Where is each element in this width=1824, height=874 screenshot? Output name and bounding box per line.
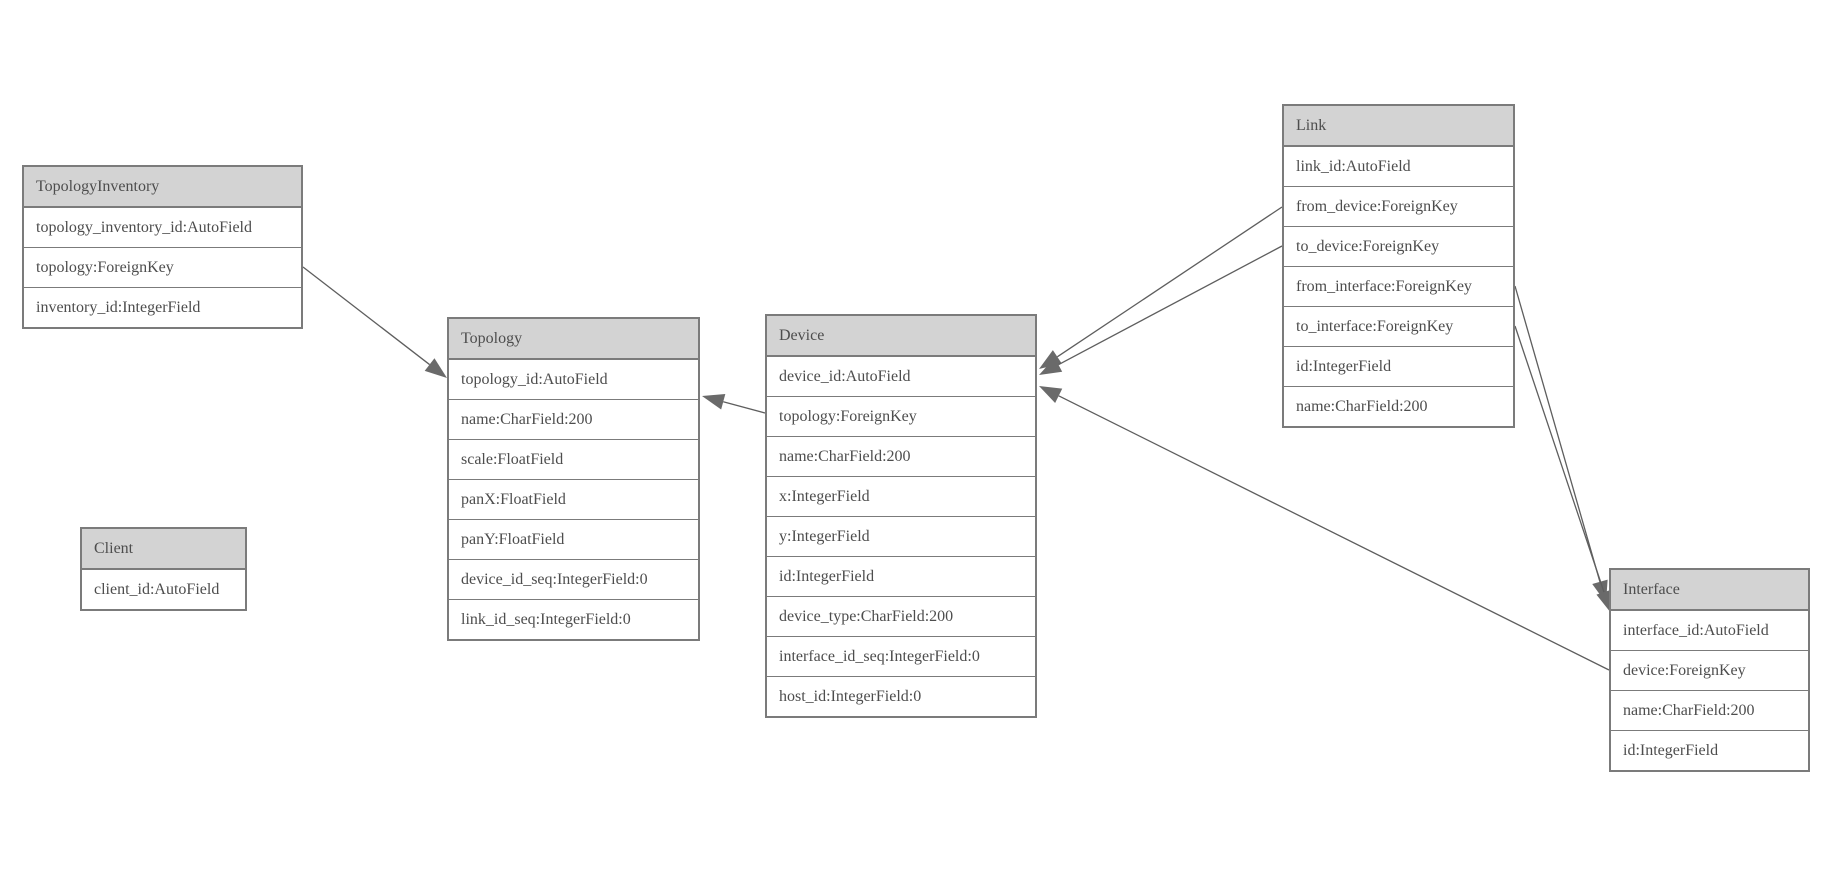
field-row-topology: topology:ForeignKey: [767, 397, 1035, 437]
edge-link-to_interface-to-interface: [1514, 325, 1605, 593]
entity-link-title: Link: [1284, 106, 1513, 147]
field-row-to_interface: to_interface:ForeignKey: [1284, 307, 1513, 347]
field-row-device: device:ForeignKey: [1611, 651, 1808, 691]
entity-link: Link link_id:AutoField from_device:Forei…: [1282, 104, 1515, 428]
entity-topologyinventory-title: TopologyInventory: [24, 167, 301, 208]
field-row-interface_id: interface_id:AutoField: [1611, 611, 1808, 651]
entity-topology-title: Topology: [449, 319, 698, 360]
field-row-to_device: to_device:ForeignKey: [1284, 227, 1513, 267]
edge-topologyinventory-topology-to-topology: [302, 266, 430, 366]
field-row-id: id:IntegerField: [1284, 347, 1513, 387]
field-row-topology_inventory_id: topology_inventory_id:AutoField: [24, 208, 301, 248]
edge-link-to_device-to-device: [1058, 245, 1283, 366]
field-row-inventory_id: inventory_id:IntegerField: [36, 299, 201, 316]
entity-device: Device device_id:AutoField topology:Fore…: [765, 314, 1037, 718]
arrowhead-icon: [1596, 589, 1612, 613]
field-row-link_id_seq: link_id_seq:IntegerField:0: [461, 611, 631, 628]
edge-link-from_device-to-device: [1056, 206, 1283, 358]
field-row-panx: panX:FloatField: [449, 480, 698, 520]
entity-topology: Topology topology_id:AutoField name:Char…: [447, 317, 700, 641]
field-row-id: id:IntegerField: [1623, 742, 1719, 759]
edge-interface-device-to-device: [1058, 395, 1610, 671]
field-row-id: id:IntegerField: [767, 557, 1035, 597]
field-row-host_id: host_id:IntegerField:0: [779, 688, 922, 705]
field-row-name: name:CharField:200: [449, 400, 698, 440]
field-row-topology: topology:ForeignKey: [24, 248, 301, 288]
field-row-pany: panY:FloatField: [449, 520, 698, 560]
field-row-device_type: device_type:CharField:200: [767, 597, 1035, 637]
entity-interface-title: Interface: [1611, 570, 1808, 611]
field-row-client_id: client_id:AutoField: [94, 581, 220, 598]
field-row-device_id: device_id:AutoField: [767, 357, 1035, 397]
entity-device-title: Device: [767, 316, 1035, 357]
field-row-scale: scale:FloatField: [449, 440, 698, 480]
field-row-interface_id_seq: interface_id_seq:IntegerField:0: [767, 637, 1035, 677]
field-row-y: y:IntegerField: [767, 517, 1035, 557]
field-row-name: name:CharField:200: [1296, 398, 1428, 415]
arrowhead-icon: [1039, 357, 1063, 375]
entity-client-title: Client: [82, 529, 245, 570]
field-row-name: name:CharField:200: [1611, 691, 1808, 731]
field-row-x: x:IntegerField: [767, 477, 1035, 517]
arrowhead-icon: [424, 358, 447, 378]
field-row-from_interface: from_interface:ForeignKey: [1284, 267, 1513, 307]
entity-client: Client client_id:AutoField: [80, 527, 247, 611]
field-row-device_id_seq: device_id_seq:IntegerField:0: [449, 560, 698, 600]
edge-device-topology-to-topology: [723, 401, 766, 414]
entity-interface: Interface interface_id:AutoField device:…: [1609, 568, 1810, 772]
arrowhead-icon: [702, 394, 726, 410]
arrowhead-icon: [1039, 386, 1063, 403]
entity-topologyinventory: TopologyInventory topology_inventory_id:…: [22, 165, 303, 329]
field-row-link_id: link_id:AutoField: [1284, 147, 1513, 187]
field-row-from_device: from_device:ForeignKey: [1284, 187, 1513, 227]
edge-link-from_interface-to-interface: [1514, 285, 1601, 583]
field-row-topology_id: topology_id:AutoField: [449, 360, 698, 400]
field-row-name: name:CharField:200: [767, 437, 1035, 477]
